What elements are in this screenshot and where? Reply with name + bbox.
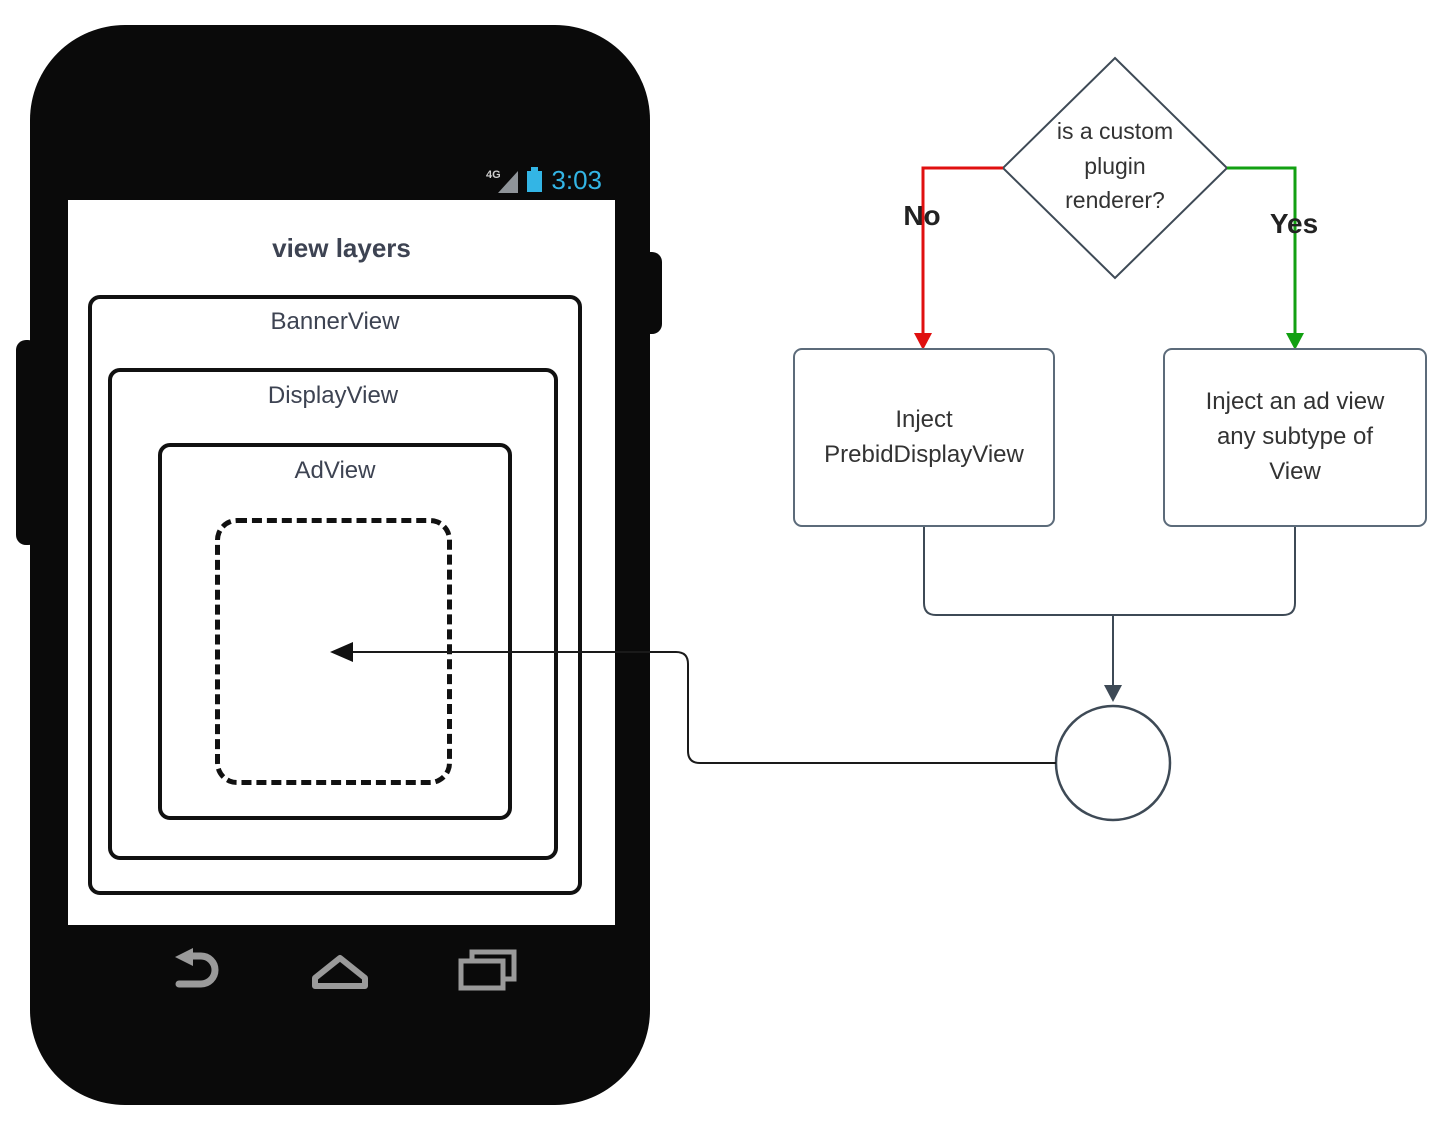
signal-triangle	[498, 171, 519, 193]
status-bar: 4G 3:03	[486, 165, 602, 195]
screen-title: view layers	[272, 233, 411, 263]
status-time: 3:03	[551, 165, 602, 195]
injected-ad-view-placeholder	[215, 518, 452, 785]
phone-mockup: 4G 3:03 view layers BannerView DisplayVi…	[16, 25, 662, 1105]
phone-volume-button	[16, 340, 38, 545]
inject-ad-view-box: Inject an ad view any subtype of View	[1163, 348, 1427, 527]
home-icon	[312, 955, 368, 989]
yes-box-merge-line	[1113, 527, 1296, 616]
yes-branch-line	[1227, 166, 1297, 336]
no-box-merge-line	[923, 527, 1113, 616]
phone-power-button	[638, 252, 662, 334]
nav-bar	[30, 947, 650, 993]
phone-screen: view layers BannerView DisplayView AdVie…	[68, 200, 615, 925]
merge-circle-node	[1054, 704, 1172, 822]
layer-adview	[158, 443, 512, 820]
inject-prebid-display-view-text: Inject PrebidDisplayView	[824, 405, 1024, 468]
back-icon	[175, 948, 219, 988]
battery-icon	[527, 167, 543, 192]
signal-4g-icon: 4G	[486, 169, 519, 193]
yes-label: Yes	[1269, 208, 1319, 239]
inject-ad-view-text: Inject an ad view any subtype of View	[1205, 388, 1385, 485]
layer-displayview	[108, 368, 558, 860]
inject-prebid-display-view-box: Inject PrebidDisplayView	[793, 348, 1055, 527]
no-label: No	[903, 200, 941, 231]
network-type-label: 4G	[486, 169, 501, 181]
recents-icon	[458, 949, 517, 991]
layer-label-bannerview: BannerView	[270, 308, 400, 335]
layer-label-adview: AdView	[294, 457, 376, 484]
layer-bannerview	[88, 295, 582, 895]
layer-label-displayview: DisplayView	[267, 382, 399, 409]
no-branch-line	[921, 166, 1003, 336]
merge-arrowhead	[1104, 685, 1122, 702]
decision-text: is a custom plugin renderer?	[1056, 118, 1174, 213]
